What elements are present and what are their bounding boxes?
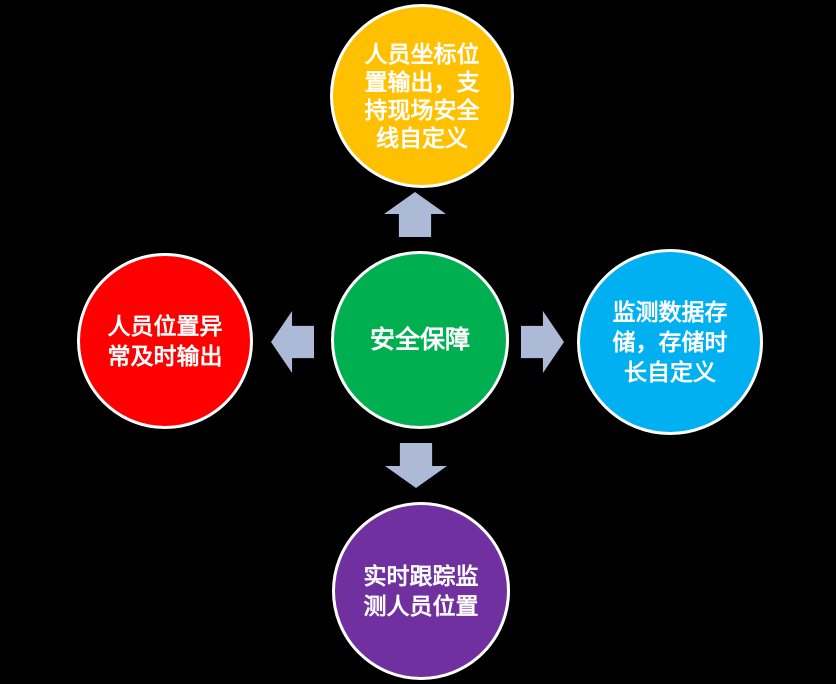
node-center-label: 安全保障 bbox=[369, 326, 470, 354]
node-top-circle: 人员坐标位 置输出，支 持现场安全 线自定义 bbox=[330, 4, 514, 188]
arrow-down-icon bbox=[385, 443, 447, 488]
node-top-label: 人员坐标位 置输出，支 持现场安全 线自定义 bbox=[364, 41, 480, 151]
arrow-up-icon bbox=[384, 192, 446, 237]
arrow-left-icon bbox=[271, 311, 314, 373]
node-right-label: 监测数据存 储，存储时 长自定义 bbox=[612, 299, 728, 385]
node-right-circle: 监测数据存 储，存储时 长自定义 bbox=[577, 249, 763, 435]
node-bottom-label: 实时跟踪监 测人员位置 bbox=[363, 563, 479, 619]
node-bottom-circle: 实时跟踪监 测人员位置 bbox=[332, 502, 510, 680]
node-left-label: 人员位置异 常及时输出 bbox=[107, 313, 223, 369]
node-center-circle: 安全保障 bbox=[331, 251, 509, 429]
node-left-circle: 人员位置异 常及时输出 bbox=[77, 253, 253, 429]
arrow-right-icon bbox=[521, 311, 564, 373]
